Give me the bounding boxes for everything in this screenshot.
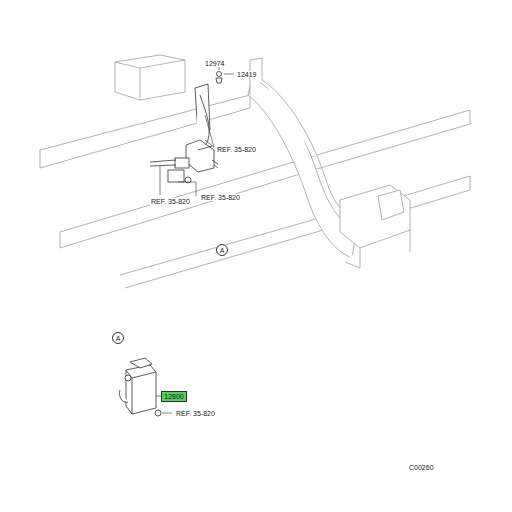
callout-number: 12974 [204,60,225,67]
callout-number: 12419 [236,71,257,78]
callout-number: REF. 35-820 [200,194,241,201]
callout-text: A [220,247,225,254]
detail-callout: A [112,332,124,344]
figure-code: C00260 [408,464,435,471]
callout-number: REF. 35-820 [150,198,191,205]
callout-number: REF. 35-820 [175,410,216,417]
part-number-highlight: 12800 [161,391,187,402]
detail-callout: A [216,244,228,256]
callout-text: 12800 [164,393,183,400]
callout-number: REF. 35-820 [216,146,257,153]
callout-text: A [116,335,121,342]
